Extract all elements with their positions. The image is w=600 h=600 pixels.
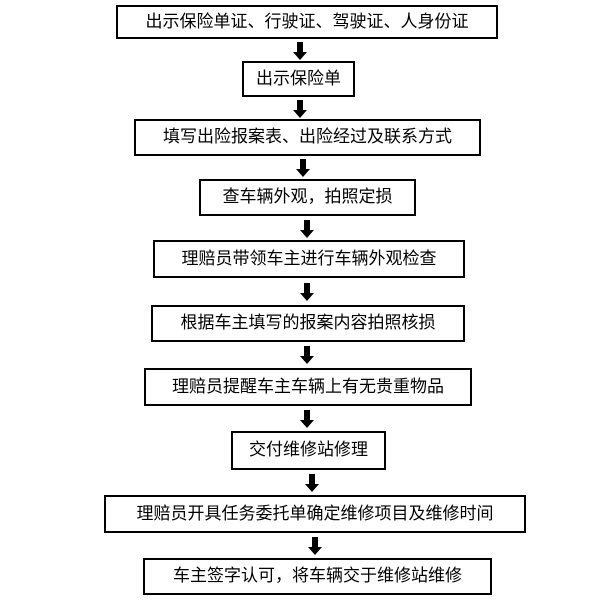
step-6-box: 根据车主填写的报案内容拍照核损 <box>151 305 465 342</box>
step-4-label: 查车辆外观，拍照定损 <box>222 187 393 207</box>
step-2-box: 出示保险单 <box>242 61 355 97</box>
arrow-down-8 <box>305 474 319 492</box>
arrow-down-1 <box>293 42 307 60</box>
arrow-down-6 <box>300 346 314 364</box>
arrow-down-9 <box>308 537 322 555</box>
step-3-box: 填写出险报案表、出险经过及联系方式 <box>134 119 481 156</box>
step-4-box: 查车辆外观，拍照定损 <box>199 179 416 216</box>
step-10-label: 车主签字认可，将车辆交于维修站维修 <box>173 566 462 586</box>
step-7-label: 理赔员提醒车主车辆上有无贵重物品 <box>172 376 444 397</box>
step-2-label: 出示保险单 <box>256 68 341 89</box>
arrow-down-4 <box>300 220 314 238</box>
step-3-label: 填写出险报案表、出险经过及联系方式 <box>163 127 452 147</box>
step-9-box: 理赔员开具任务委托单确定维修项目及维修时间 <box>104 495 526 533</box>
step-1-box: 出示保险单证、行驶证、驾驶证、人身份证 <box>116 5 498 39</box>
step-5-box: 理赔员带领车主进行车辆外观检查 <box>153 240 465 278</box>
step-10-box: 车主签字认可，将车辆交于维修站维修 <box>143 558 492 595</box>
step-1-label: 出示保险单证、行驶证、驾驶证、人身份证 <box>145 11 469 32</box>
step-9-label: 理赔员开具任务委托单确定维修项目及维修时间 <box>136 503 494 524</box>
step-8-label: 交付维修站修理 <box>249 440 368 460</box>
arrow-down-3 <box>296 159 310 177</box>
step-6-label: 根据车主填写的报案内容拍照核损 <box>180 313 436 333</box>
arrow-down-5 <box>300 283 314 301</box>
arrow-down-2 <box>293 100 307 118</box>
step-7-box: 理赔员提醒车主车辆上有无贵重物品 <box>144 368 472 406</box>
step-5-label: 理赔员带领车主进行车辆外观检查 <box>181 248 437 269</box>
arrow-down-7 <box>300 410 314 428</box>
step-8-box: 交付维修站修理 <box>231 431 386 470</box>
